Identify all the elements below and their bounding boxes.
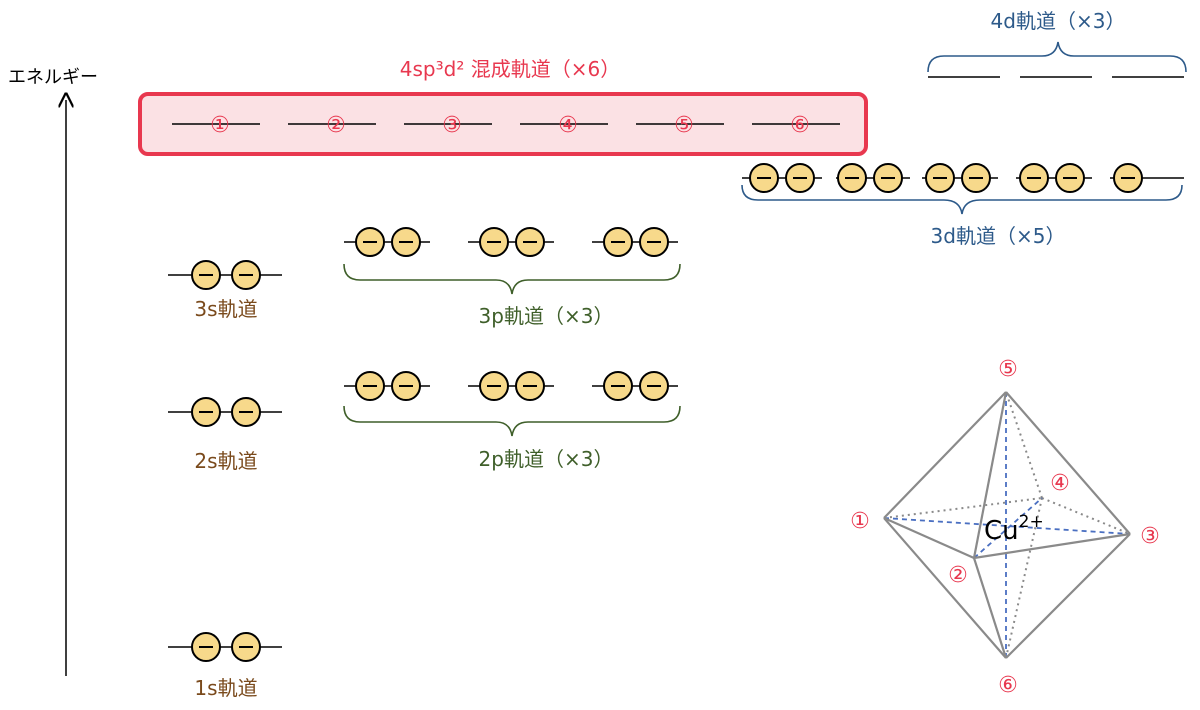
octahedral-complex: Cu2+ ① ② ③ ④ ⑤ ⑥ xyxy=(850,357,1160,698)
4d-brace xyxy=(927,41,1187,73)
octa-edge xyxy=(972,557,1008,659)
electron xyxy=(231,632,261,662)
hybrid-orbital-slot: ⑥ xyxy=(752,113,840,138)
electron xyxy=(191,632,221,662)
3d-brace xyxy=(741,184,1183,215)
electron xyxy=(1019,163,1049,193)
3p-brace xyxy=(343,263,681,295)
octa-edge xyxy=(883,517,1007,659)
3d-orbital-row xyxy=(742,163,1184,193)
electron xyxy=(391,371,421,401)
octa-axis xyxy=(973,497,1043,559)
electron xyxy=(191,397,221,427)
vertex-label-4: ④ xyxy=(1050,471,1070,496)
electron xyxy=(479,227,509,257)
hybrid-orbital-slot: ⑤ xyxy=(636,113,724,138)
2s-orbital-row xyxy=(168,397,282,427)
2p-orbital-label: 2p軌道（×3） xyxy=(479,447,614,471)
electron xyxy=(749,163,779,193)
hybrid-slot-number: ⑤ xyxy=(674,113,694,138)
electron xyxy=(837,163,867,193)
orbital-level xyxy=(344,227,430,257)
orbital-level xyxy=(836,163,910,193)
electron xyxy=(1055,163,1085,193)
vertex-label-5: ⑤ xyxy=(998,357,1018,382)
vertex-label-1: ① xyxy=(850,509,870,534)
central-ion-charge: 2+ xyxy=(1019,512,1044,532)
hybrid-orbital-slots: ① ② ③ ④ ⑤ ⑥ xyxy=(172,113,840,138)
3d-orbital-label: 3d軌道（×5） xyxy=(931,224,1066,248)
octa-edge xyxy=(973,532,1131,560)
energy-axis-label: エネルギー xyxy=(8,67,98,88)
central-ion-label: Cu2+ xyxy=(984,512,1044,546)
vertex-label-6: ⑥ xyxy=(998,673,1018,698)
2p-orbital-row xyxy=(344,371,678,401)
vertex-label-2: ② xyxy=(948,563,968,588)
electron xyxy=(515,371,545,401)
hybrid-orbital-slot: ① xyxy=(172,113,260,138)
octa-back-edge xyxy=(883,497,1043,519)
hybrid-slot-number: ④ xyxy=(558,113,578,138)
electron xyxy=(231,397,261,427)
3p-orbital-row xyxy=(344,227,678,257)
hybrid-slot-number: ② xyxy=(326,113,346,138)
3s-orbital-row xyxy=(168,260,282,290)
octa-back-edge xyxy=(1005,391,1043,499)
hybrid-orbital-slot: ③ xyxy=(404,113,492,138)
4d-orbital-label: 4d軌道（×3） xyxy=(991,9,1126,33)
orbital-level xyxy=(168,632,282,662)
orbital-level xyxy=(592,227,678,257)
hybrid-orbital-slot: ④ xyxy=(520,113,608,138)
electron xyxy=(603,227,633,257)
electron xyxy=(191,260,221,290)
orbital-level xyxy=(344,371,430,401)
orbital-level xyxy=(742,163,822,193)
hybrid-orbitals-title: 4sp³d² 混成軌道（×6） xyxy=(400,57,620,81)
octa-edge xyxy=(883,516,975,560)
3p-orbital-label: 3p軌道（×3） xyxy=(479,304,614,328)
electron xyxy=(1113,163,1143,193)
octa-edge xyxy=(883,391,1007,519)
octa-edge xyxy=(1005,391,1131,535)
electron xyxy=(961,163,991,193)
octa-back-edge xyxy=(1041,497,1131,535)
electron xyxy=(479,371,509,401)
electron xyxy=(603,371,633,401)
electron xyxy=(515,227,545,257)
orbital-level xyxy=(468,371,554,401)
orbital-level xyxy=(1110,163,1184,193)
hybrid-slot-number: ① xyxy=(210,113,230,138)
electron xyxy=(639,227,669,257)
hybrid-orbital-slot: ② xyxy=(288,113,376,138)
electron xyxy=(355,227,385,257)
octa-edge xyxy=(1005,533,1131,659)
orbital-level xyxy=(168,397,282,427)
electron xyxy=(391,227,421,257)
octa-edge xyxy=(972,391,1008,559)
electron xyxy=(231,260,261,290)
2s-orbital-label: 2s軌道 xyxy=(194,449,257,473)
orbital-level xyxy=(922,163,998,193)
orbital-level xyxy=(468,227,554,257)
orbital-level xyxy=(1016,163,1092,193)
electron xyxy=(925,163,955,193)
electron xyxy=(873,163,903,193)
hybrid-slot-number: ③ xyxy=(442,113,462,138)
1s-orbital-label: 1s軌道 xyxy=(194,676,257,700)
orbital-level xyxy=(168,260,282,290)
vertex-label-3: ③ xyxy=(1140,524,1160,549)
electron xyxy=(355,371,385,401)
hybrid-orbitals-box xyxy=(138,92,868,156)
2p-brace xyxy=(343,405,681,437)
electron xyxy=(639,371,669,401)
orbital-level xyxy=(592,371,678,401)
3s-orbital-label: 3s軌道 xyxy=(194,297,257,321)
central-ion-symbol: Cu xyxy=(984,516,1019,546)
1s-orbital-row xyxy=(168,632,282,662)
hybrid-slot-number: ⑥ xyxy=(790,113,810,138)
electron xyxy=(785,163,815,193)
